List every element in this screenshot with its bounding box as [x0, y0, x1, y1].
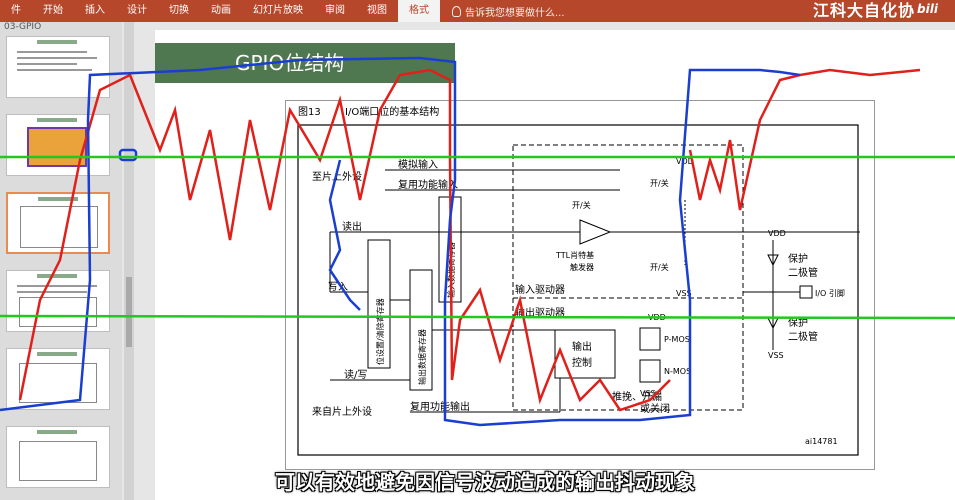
ribbon-tab-bar: 件 开始 插入 设计 切换 动画 幻灯片放映 审阅 视图 格式 告诉我您想要做什…	[0, 0, 955, 22]
scrollbar-thumb[interactable]	[126, 277, 132, 347]
nmos-symbol	[639, 359, 661, 383]
ink-blue-stroke-2	[328, 159, 361, 311]
ink-red-stroke	[18, 68, 671, 412]
tab-animations[interactable]: 动画	[211, 5, 231, 16]
protection-diode-label-1: 保护	[788, 252, 808, 265]
bilibili-logo: bili	[917, 2, 938, 16]
lightbulb-icon	[452, 5, 461, 17]
video-subtitle: 可以有效地避免因信号波动造成的输出抖动现象	[275, 470, 695, 494]
slide-thumbnail[interactable]	[6, 36, 110, 98]
schmitt-trigger-symbol	[579, 219, 612, 245]
pmos-symbol	[639, 327, 661, 351]
tell-me-text: 告诉我您想要做什么...	[465, 7, 565, 19]
tab-view[interactable]: 视图	[367, 5, 387, 16]
ink-green-line-bottom	[0, 314, 955, 320]
switch-label-2: 开/关	[650, 178, 669, 188]
vdd-diode: VDD	[768, 229, 786, 238]
vdd-pullup: VDD	[676, 157, 694, 166]
figure-id: ai14781	[805, 437, 838, 446]
label-alt-out: 复用功能输出	[410, 400, 470, 413]
slide-thumbnail[interactable]	[6, 270, 110, 332]
switch-label-1: 开/关	[572, 200, 591, 210]
slide-thumbnail[interactable]	[6, 426, 110, 488]
figure-number: 图13	[298, 106, 321, 118]
output-control-label-1: 输出	[572, 340, 592, 353]
protection-diode-label-2: 二极管	[788, 266, 818, 279]
schmitt-label-2: 触发器	[570, 262, 594, 272]
slide-thumbnail-pane: 03-GPIO	[0, 22, 122, 500]
vss-mos: VSS	[640, 389, 656, 398]
figure-title: I/O端口位的基本结构	[345, 105, 439, 118]
schmitt-label-1: TTL肖特基	[555, 250, 594, 260]
label-read: 读出	[342, 220, 362, 233]
pmos-label: P-MOS	[664, 335, 690, 344]
io-pin-box	[799, 285, 813, 299]
tell-me-search[interactable]: 告诉我您想要做什么...	[440, 4, 565, 19]
bsrr-register	[367, 239, 391, 369]
tab-design[interactable]: 设计	[127, 5, 147, 16]
label-output-driver: 输出驱动器	[515, 306, 565, 319]
bsrr-label: 位设置/清除寄存器	[375, 298, 385, 365]
vss-pulldown: VSS	[676, 289, 692, 298]
nmos-label: N-MOS	[664, 367, 691, 376]
label-alt-in: 复用功能输入	[398, 178, 458, 191]
slide-title[interactable]: GPIO位结构	[155, 43, 455, 83]
switch-label-3: 开/关	[650, 262, 669, 272]
output-control-label-2: 控制	[572, 356, 592, 369]
output-control-block	[554, 329, 616, 379]
label-input-driver: 输入驱动器	[515, 283, 565, 296]
tab-slideshow[interactable]: 幻灯片放映	[253, 5, 303, 16]
tab-home[interactable]: 开始	[43, 5, 63, 16]
tab-transitions[interactable]: 切换	[169, 5, 189, 16]
label-read-write: 读/写	[344, 368, 367, 381]
protection-diode-label-4: 二极管	[788, 330, 818, 343]
slide-thumbnail[interactable]	[6, 114, 110, 176]
protection-diode-label-3: 保护	[788, 316, 808, 329]
vss-diode: VSS	[768, 351, 784, 360]
pushpull-label-2: 或关闭	[640, 402, 670, 415]
odr-label: 输出数据寄存器	[417, 329, 427, 385]
label-analog-in: 模拟输入	[398, 158, 438, 171]
label-from-onchip: 来自片上外设	[312, 405, 372, 418]
slide-thumbnail-selected[interactable]	[6, 192, 110, 254]
tab-review[interactable]: 审阅	[325, 5, 345, 16]
driver-dashed-box	[512, 144, 744, 411]
channel-watermark: 江科大自化协	[812, 1, 915, 20]
tab-file[interactable]: 件	[11, 5, 21, 16]
io-pin-label: I/O 引脚	[815, 288, 845, 298]
tab-format[interactable]: 格式	[398, 0, 440, 22]
thumbnail-scrollbar[interactable]	[124, 22, 134, 500]
figure-inner-frame	[297, 124, 859, 456]
tab-insert[interactable]: 插入	[85, 5, 105, 16]
section-title: 03-GPIO	[4, 22, 42, 32]
ink-red-stroke-right	[688, 68, 921, 211]
